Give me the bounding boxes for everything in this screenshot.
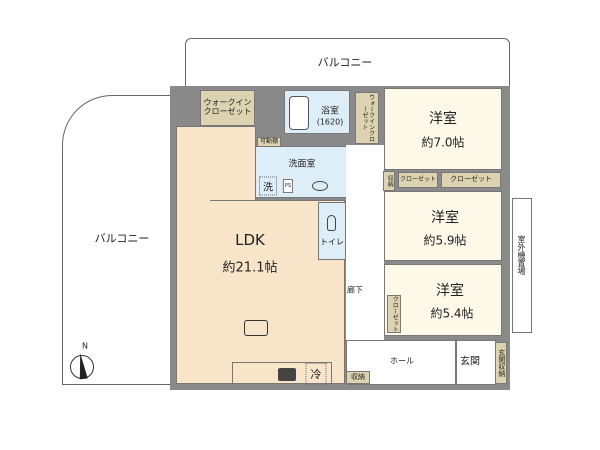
toilet-label: トイレ xyxy=(320,237,344,247)
balcony-left xyxy=(62,95,172,385)
western-room-1 xyxy=(384,88,502,170)
corridor-label: 廊下 xyxy=(347,285,363,295)
hall-label: ホール xyxy=(390,356,414,366)
entrance-label: 玄関 xyxy=(460,356,480,368)
closet-2: クローゼット xyxy=(441,172,501,188)
walkin-closet: ウォークインクローゼット xyxy=(200,90,255,126)
storage-small: 収納 xyxy=(383,171,395,191)
room1-name: 洋室 xyxy=(429,111,457,127)
room2-name: 洋室 xyxy=(431,210,459,226)
north-label: N xyxy=(82,341,88,351)
washroom-label: 洗面室 xyxy=(288,159,316,170)
room1-size: 約7.0帖 xyxy=(421,135,465,150)
outdoor-unit-label: 室外機置場 xyxy=(517,235,526,275)
closet-1: クローゼット xyxy=(398,172,438,188)
ldk-fill xyxy=(177,201,344,383)
toilet-room xyxy=(318,202,346,260)
ps-label: PS xyxy=(282,179,294,193)
north-arrow-icon xyxy=(70,355,94,379)
balcony-top-label: バルコニー xyxy=(317,56,373,69)
western-room-2 xyxy=(384,191,502,261)
balcony-left-label: バルコニー xyxy=(94,232,150,245)
western-room-3 xyxy=(384,264,502,336)
kitchen-counter xyxy=(232,362,332,384)
kitchen-storage: 収納 xyxy=(346,371,370,384)
closet-3: クローゼット xyxy=(387,295,401,333)
room2-size: 約5.9帖 xyxy=(423,233,467,248)
bathroom-label: 浴室 xyxy=(320,106,340,117)
toilet-icon xyxy=(327,215,336,231)
stove-icon xyxy=(278,368,296,381)
ldk-size: 約21.1帖 xyxy=(222,260,278,276)
balcony-top xyxy=(185,38,510,88)
fridge-label: 冷 xyxy=(305,363,327,385)
washbasin-icon xyxy=(312,181,328,191)
entrance-storage: 玄関収納 xyxy=(495,342,507,384)
room3-size: 約5.4帖 xyxy=(430,306,474,321)
entrance xyxy=(456,340,496,385)
bathroom-size: (1620) xyxy=(316,117,344,127)
walkin-closet-vertical: ウォークインクローゼット xyxy=(355,92,379,144)
kitchen-sink-icon xyxy=(244,320,268,336)
corridor xyxy=(346,145,384,341)
bathtub-icon xyxy=(289,96,309,130)
walkin-closet-label-1: ウォークイン xyxy=(203,98,252,108)
ldk-label: LDK xyxy=(235,231,265,249)
room3-name: 洋室 xyxy=(436,283,464,299)
walkin-closet-label-2: クローゼット xyxy=(203,107,252,116)
outdoor-unit-area xyxy=(512,198,532,333)
washer-label: 洗 xyxy=(259,176,277,196)
